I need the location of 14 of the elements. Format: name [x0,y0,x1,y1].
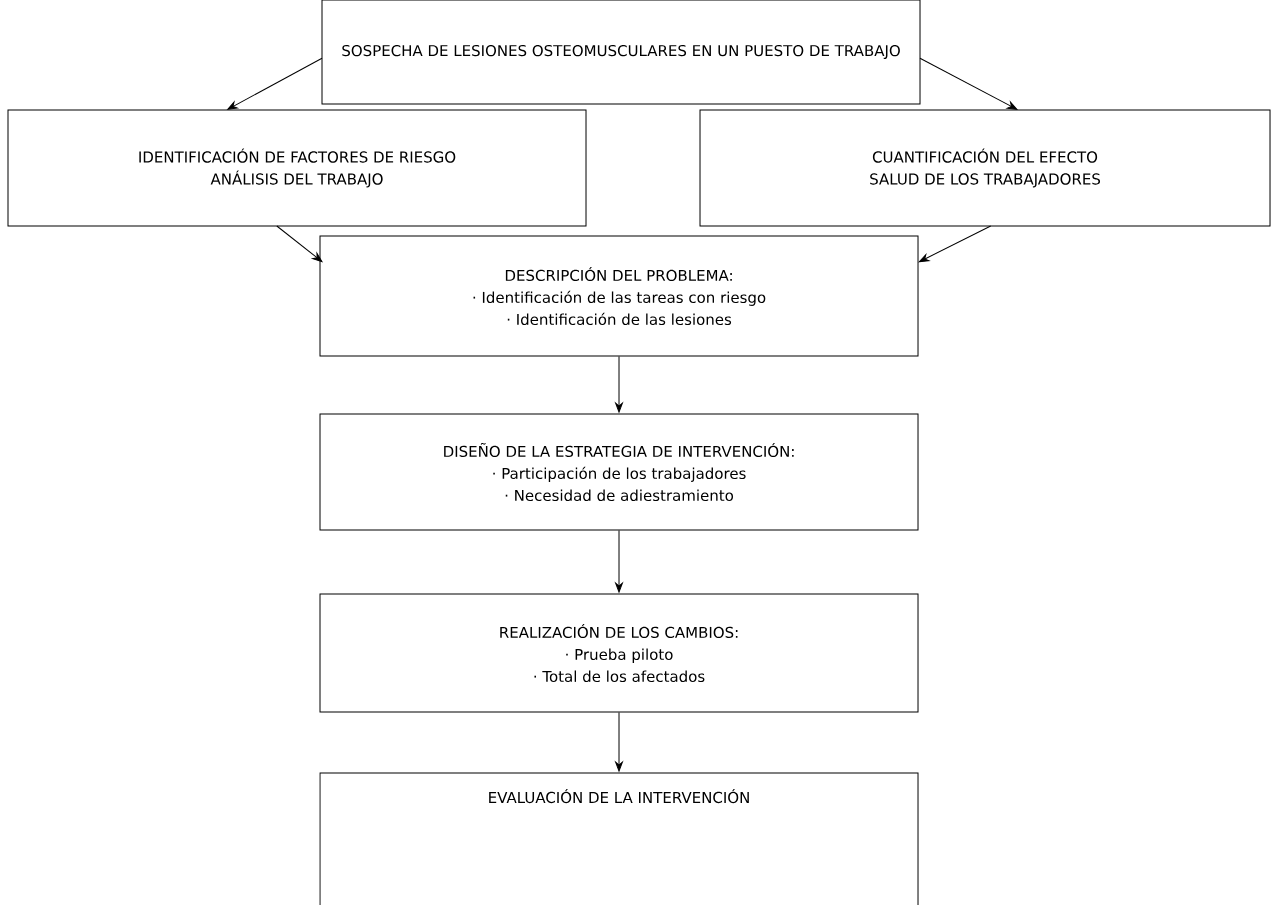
arrow [276,225,323,262]
process-box: DISEÑO DE LA ESTRATEGIA DE INTERVENCIÓN: · Participación de los trabajadores · Necesidad de adiestramiento [319,413,919,531]
arrow [615,530,623,593]
process-box: SOSPECHA DE LESIONES OSTEOMUSCULARES EN UN PUESTO DE TRABAJO [321,0,921,105]
process-box: CUANTIFICACIÓN DEL EFECTO SALUD DE LOS TRABAJADORES [699,109,1271,227]
process-box: EVALUACIÓN DE LA INTERVENCIÓN [319,772,919,905]
process-box: IDENTIFICACIÓN DE FACTORES DE RIESGO ANÁLISIS DEL TRABAJO [7,109,587,227]
arrow [919,57,1018,110]
process-box: DESCRIPCIÓN DEL PROBLEMA: · Identificación de las tareas con riesgo · Identificación de las lesiones [319,235,919,357]
arrow [918,225,992,263]
arrow [615,356,623,413]
arrow [615,712,623,772]
arrow [227,57,323,110]
process-box: REALIZACIÓN DE LOS CAMBIOS: · Prueba piloto · Total de los afectados [319,593,919,713]
